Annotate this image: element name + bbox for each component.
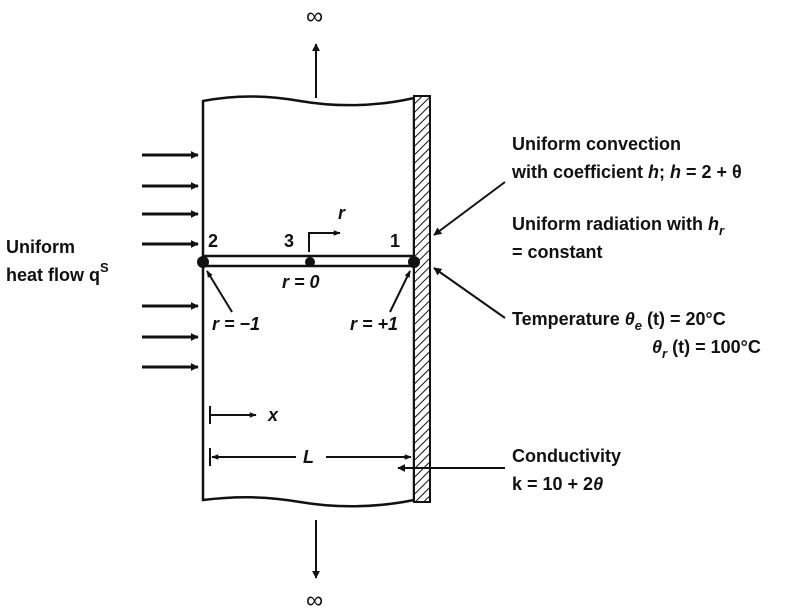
hatched-wall bbox=[413, 95, 431, 503]
convection-label-line2: with coefficient h; h = 2 + θ bbox=[511, 162, 742, 182]
convection-label-line1: Uniform convection bbox=[512, 134, 681, 154]
x-axis-label: x bbox=[267, 405, 279, 425]
node-2-dot bbox=[197, 256, 209, 268]
conductivity-label-line2: k = 10 + 2θ bbox=[512, 474, 603, 494]
slab-body bbox=[201, 95, 416, 508]
temperature-label-line1: Temperature θe (t) = 20°C bbox=[512, 309, 726, 333]
node-3-dot bbox=[305, 257, 315, 267]
radiation-label-line2: = constant bbox=[512, 242, 603, 262]
r-minus-label: r = −1 bbox=[212, 314, 260, 334]
infinity-bottom-label: ∞ bbox=[306, 587, 323, 614]
r-minus-pointer bbox=[206, 270, 233, 313]
r-plus-pointer bbox=[389, 270, 411, 313]
r-axis-label: r bbox=[338, 203, 346, 223]
node-2-label: 2 bbox=[208, 231, 218, 251]
infinity-top-label: ∞ bbox=[306, 3, 323, 30]
node-3-label: 3 bbox=[284, 231, 294, 251]
temperature-label-line2: θr (t) = 100°C bbox=[652, 337, 761, 361]
heat-flow-label-line2: heat flow qS bbox=[6, 260, 109, 285]
convection-pointer bbox=[433, 181, 506, 236]
r-axis-arrow bbox=[308, 230, 341, 252]
heat-flow-arrows bbox=[142, 151, 199, 371]
heat-flow-label-line1: Uniform bbox=[6, 237, 75, 257]
node-1-label: 1 bbox=[390, 231, 400, 251]
r-zero-label: r = 0 bbox=[282, 272, 320, 292]
temperature-pointer bbox=[433, 267, 506, 319]
r-plus-label: r = +1 bbox=[350, 314, 398, 334]
length-label: L bbox=[303, 447, 314, 467]
node-1-dot bbox=[408, 256, 420, 268]
conductivity-label-line1: Conductivity bbox=[512, 446, 621, 466]
radiation-label-line1: Uniform radiation with hr bbox=[512, 214, 725, 238]
